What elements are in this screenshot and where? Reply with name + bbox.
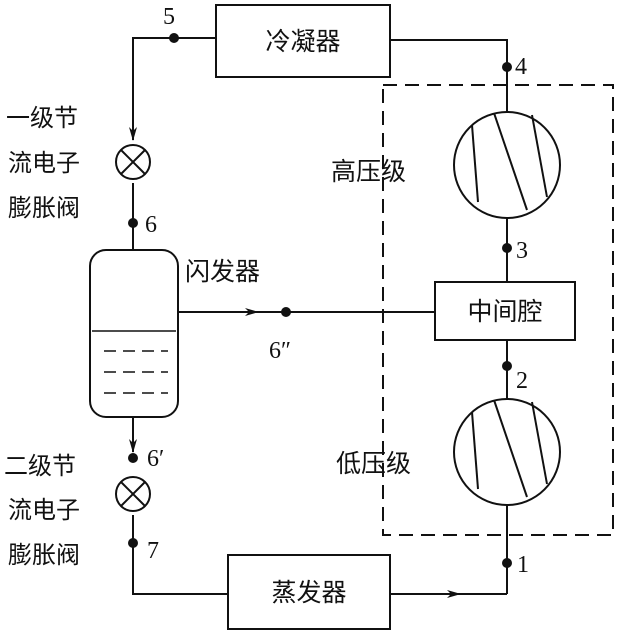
state-point-6p-dot (128, 453, 138, 463)
state-point-3-dot (502, 243, 512, 253)
state-point-1-dot (502, 558, 512, 568)
low-stage-label: 低压级 (336, 449, 411, 478)
state-point-6p-label: 6′ (147, 446, 164, 472)
high-stage-label: 高压级 (331, 157, 406, 186)
state-point-2-label: 2 (516, 368, 528, 394)
state-point-6-dot (128, 218, 138, 228)
valve1-label-line1: 一级节 (6, 104, 78, 132)
state-point-6-label: 6 (145, 212, 157, 238)
valve2-label-line2: 流电子 (8, 496, 80, 524)
valve1-symbol (115, 144, 151, 180)
state-point-2-dot (502, 361, 512, 371)
condenser-label: 冷凝器 (265, 27, 340, 56)
pipe-condenser-to-valve1 (129, 37, 216, 141)
valve2-label-line1: 二级节 (4, 452, 76, 480)
flash-tank (89, 249, 179, 418)
state-point-5-dot (169, 33, 179, 43)
intermediate-chamber-label: 中间腔 (467, 297, 542, 326)
intermediate-chamber-box (434, 281, 576, 341)
compressor-enclosure (382, 84, 614, 536)
valve2-label-line3: 膨胀阀 (8, 541, 80, 569)
valve1-label-line2: 流电子 (8, 149, 80, 177)
state-point-6pp-dot (281, 307, 291, 317)
state-point-1-label: 1 (517, 552, 529, 578)
state-point-4-label: 4 (515, 54, 527, 80)
valve1-label-line3: 膨胀阀 (8, 194, 80, 222)
valve2-symbol (115, 476, 151, 512)
low-stage-compressor (453, 398, 561, 506)
state-point-7-label: 7 (147, 538, 159, 564)
state-point-4-dot (502, 62, 512, 72)
state-point-3-label: 3 (516, 238, 528, 264)
state-point-6pp-label: 6″ (269, 338, 291, 364)
evaporator-box (227, 554, 391, 630)
condenser-box (215, 4, 391, 78)
pipe-condenser-to-high-stage (390, 39, 508, 112)
state-point-5-label: 5 (163, 4, 175, 30)
high-stage-compressor (453, 111, 561, 219)
state-point-7-dot (128, 538, 138, 548)
evaporator-label: 蒸发器 (271, 578, 346, 607)
flash-tank-label: 闪发器 (185, 257, 260, 286)
